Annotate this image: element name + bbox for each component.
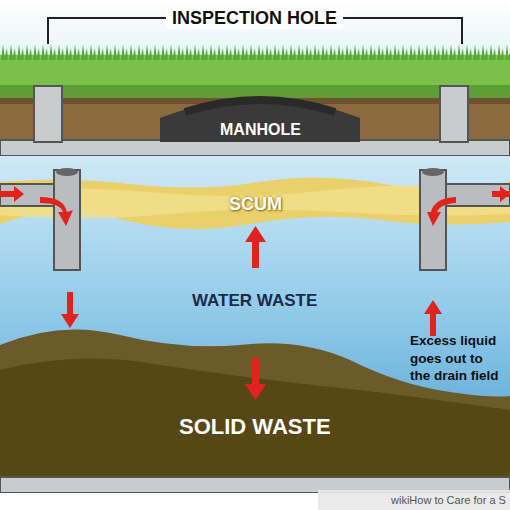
scum-layer: SCUM	[229, 194, 282, 215]
manhole-cover: MANHOLE	[214, 118, 307, 142]
part-label: SOLID WASTE	[179, 414, 331, 440]
manhole-cover: MANHOLE	[220, 121, 301, 139]
part-label: WATER WASTE	[192, 291, 317, 311]
watermark: wikiHow to Care for a S	[391, 494, 506, 506]
note-text: Excess liquid goes out to the drain fiel…	[410, 332, 506, 385]
part-label: INSPECTION HOLE	[166, 8, 343, 29]
scum-layer: SCUM	[223, 191, 288, 218]
